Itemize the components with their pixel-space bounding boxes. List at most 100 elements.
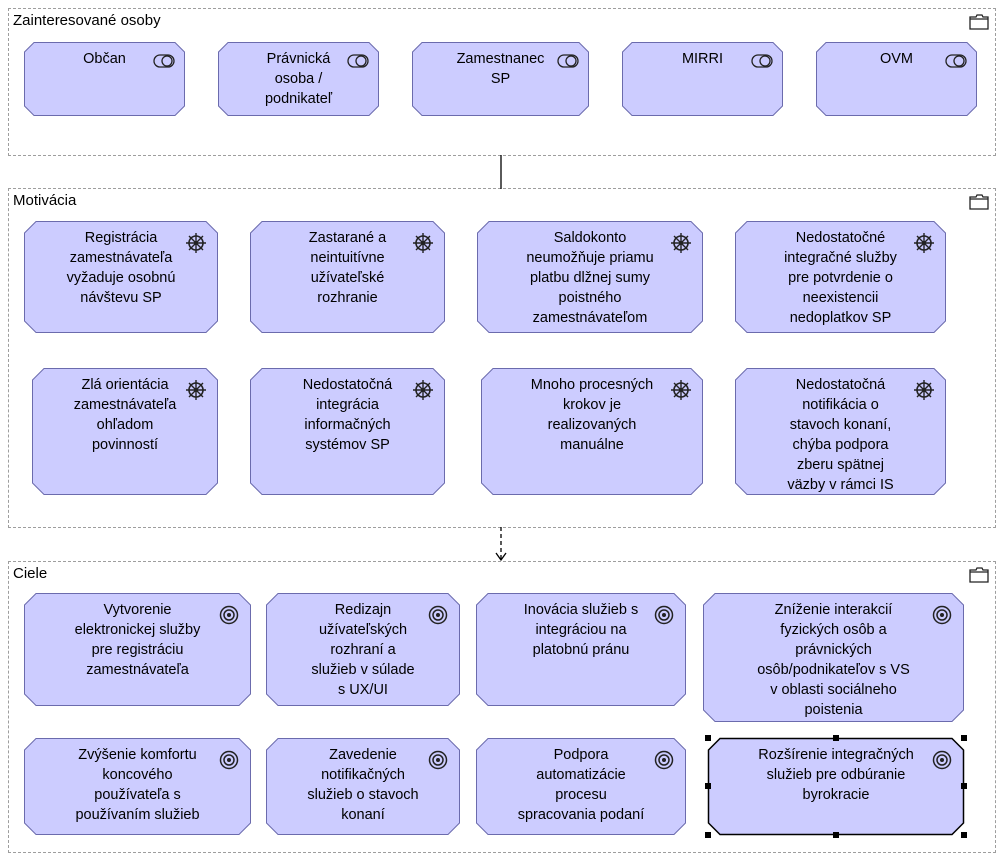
driver-node[interactable]: Nedostatočné integračné služby pre potvr… (735, 221, 946, 333)
resize-handle[interactable] (705, 832, 711, 838)
driver-label: Mnoho procesných krokov je realizovaných… (530, 377, 654, 453)
node-shape (24, 42, 185, 116)
driver-label: Zlá orientácia zamestnávateľa ohľadom po… (73, 377, 177, 453)
influence-connector[interactable] (494, 527, 508, 563)
node-shape (816, 42, 977, 116)
goal-node[interactable]: Zníženie interakcií fyzických osôb a prá… (703, 593, 964, 722)
stakeholder-label: Právnická osoba / podnikateľ (264, 51, 333, 107)
goal-icon (654, 750, 674, 770)
driver-icon (186, 380, 206, 400)
stakeholder-label: Občan (83, 51, 126, 67)
association-connector[interactable] (495, 155, 507, 190)
driver-label: Saldokonto neumožňuje priamu platbu dlžn… (526, 230, 654, 326)
node-shape (32, 368, 218, 495)
goal-label: Zavedenie notifikačných služieb o stavoc… (307, 747, 419, 823)
folder-icon (969, 567, 989, 583)
goal-icon (219, 605, 239, 625)
node-shape (266, 738, 460, 835)
goal-icon (932, 750, 952, 770)
goal-icon (428, 750, 448, 770)
goal-label: Vytvorenie elektronickej služby pre regi… (74, 602, 201, 678)
goal-icon (654, 605, 674, 625)
driver-icon (671, 233, 691, 253)
driver-icon (413, 233, 433, 253)
driver-node[interactable]: Registrácia zamestnávateľa vyžaduje osob… (24, 221, 218, 333)
stakeholder-node[interactable]: Zamestnanec SP (412, 42, 589, 116)
goal-node[interactable]: Zvýšenie komfortu koncového používateľa … (24, 738, 251, 835)
resize-handle[interactable] (705, 783, 711, 789)
goal-icon (219, 750, 239, 770)
resize-handle[interactable] (833, 735, 839, 741)
node-shape (707, 737, 965, 836)
driver-label: Nedostatočná integrácia informačných sys… (302, 377, 393, 453)
stakeholder-node[interactable]: OVM (816, 42, 977, 116)
folder-icon (969, 194, 989, 210)
node-shape (735, 221, 946, 333)
stakeholder-label: OVM (879, 51, 914, 67)
driver-icon (671, 380, 691, 400)
stakeholder-label: MIRRI (681, 51, 724, 67)
driver-label: Nedostatočné integračné služby pre potvr… (784, 230, 897, 326)
node-shape (476, 738, 686, 835)
resize-handle[interactable] (961, 735, 967, 741)
goal-icon (428, 605, 448, 625)
group-title: Zainteresované osoby (13, 12, 161, 29)
goal-node[interactable]: Zavedenie notifikačných služieb o stavoc… (266, 738, 460, 835)
resize-handle[interactable] (961, 832, 967, 838)
stakeholder-icon (751, 54, 773, 68)
driver-label: Nedostatočná notifikácia o stavoch konan… (787, 377, 894, 493)
goal-label: Redizajn užívateľských rozhraní a služie… (311, 602, 415, 698)
driver-node[interactable]: Nedostatočná integrácia informačných sys… (250, 368, 445, 495)
node-shape (481, 368, 703, 495)
resize-handle[interactable] (961, 783, 967, 789)
resize-handle[interactable] (833, 832, 839, 838)
stakeholder-icon (557, 54, 579, 68)
stakeholder-label: Zamestnanec SP (456, 51, 545, 87)
node-shape (412, 42, 589, 116)
resize-handle[interactable] (705, 735, 711, 741)
goal-label: Zníženie interakcií fyzických osôb a prá… (757, 602, 910, 718)
node-shape (218, 42, 379, 116)
driver-node[interactable]: Nedostatočná notifikácia o stavoch konan… (735, 368, 946, 495)
goal-label: Zvýšenie komfortu koncového používateľa … (75, 747, 200, 823)
node-shape (24, 593, 251, 706)
driver-icon (914, 380, 934, 400)
goal-label: Rozšírenie integračných služieb pre odbú… (758, 747, 914, 803)
group-title: Motivácia (13, 192, 77, 209)
node-shape (735, 368, 946, 495)
stakeholder-icon (153, 54, 175, 68)
driver-icon (186, 233, 206, 253)
driver-icon (413, 380, 433, 400)
driver-node[interactable]: Saldokonto neumožňuje priamu platbu dlžn… (477, 221, 703, 333)
node-shape (266, 593, 460, 706)
stakeholder-icon (945, 54, 967, 68)
stakeholder-node[interactable]: Občan (24, 42, 185, 116)
node-shape (703, 593, 964, 722)
node-shape (24, 221, 218, 333)
group-title: Ciele (13, 565, 48, 582)
stakeholder-node[interactable]: MIRRI (622, 42, 783, 116)
folder-icon (969, 14, 989, 30)
goal-node[interactable]: Redizajn užívateľských rozhraní a služie… (266, 593, 460, 706)
driver-label: Registrácia zamestnávateľa vyžaduje osob… (66, 230, 176, 306)
driver-icon (914, 233, 934, 253)
goal-node-selected[interactable]: Rozšírenie integračných služieb pre odbú… (705, 735, 967, 838)
stakeholder-icon (347, 54, 369, 68)
driver-node[interactable]: Zlá orientácia zamestnávateľa ohľadom po… (32, 368, 218, 495)
goal-node[interactable]: Podpora automatizácie procesu spracovani… (476, 738, 686, 835)
node-shape (24, 738, 251, 835)
node-shape (476, 593, 686, 706)
driver-node[interactable]: Zastarané a neintuitívne užívateľské roz… (250, 221, 445, 333)
driver-node[interactable]: Mnoho procesných krokov je realizovaných… (481, 368, 703, 495)
driver-label: Zastarané a neintuitívne užívateľské roz… (308, 230, 387, 306)
goal-node[interactable]: Vytvorenie elektronickej služby pre regi… (24, 593, 251, 706)
stakeholder-node[interactable]: Právnická osoba / podnikateľ (218, 42, 379, 116)
node-shape (250, 368, 445, 495)
goal-icon (932, 605, 952, 625)
node-shape (622, 42, 783, 116)
node-shape (477, 221, 703, 333)
goal-node[interactable]: Inovácia služieb s integráciou na platob… (476, 593, 686, 706)
goal-label: Podpora automatizácie procesu spracovani… (517, 747, 645, 823)
goal-label: Inovácia služieb s integráciou na platob… (523, 602, 639, 658)
node-shape (250, 221, 445, 333)
